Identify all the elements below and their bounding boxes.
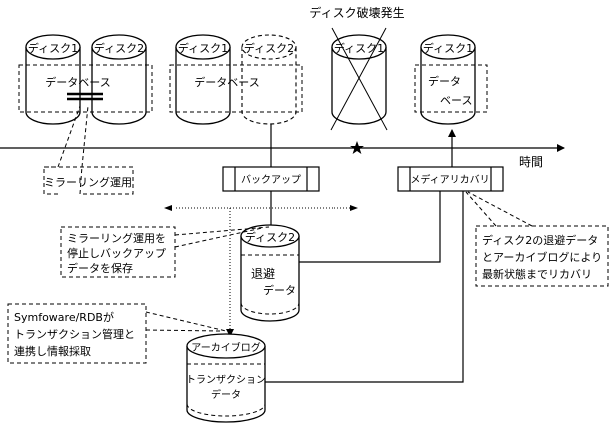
saved-data-line1: 退避: [251, 267, 275, 281]
disk-label: ディスク2: [245, 230, 295, 244]
star-icon: [350, 141, 364, 154]
callout-text-line: データを保存: [67, 261, 133, 275]
backup-label: バックアップ: [241, 174, 301, 186]
disk-cylinder: ディスク1: [420, 34, 476, 125]
callout-text-line: 最新状態までリカバリ: [482, 267, 592, 281]
callout-text-line: トランザクション管理と: [14, 327, 135, 341]
database-label-line1: データ: [428, 74, 461, 88]
disk-label: ディスク2: [94, 41, 144, 55]
media-recovery-process-box: メディアリカバリ: [397, 166, 504, 192]
database-label: データベース: [45, 75, 110, 89]
callout-mirroring: ミラーリング運用: [43, 105, 134, 195]
stage-mirroring: ディスク1 ディスク2 データベース: [18, 34, 153, 125]
media-recovery-label: メディアリカバリ: [410, 173, 489, 186]
time-axis-label: 時間: [519, 155, 543, 169]
time-axis: 時間: [0, 141, 565, 169]
disk-label: ディスク1: [423, 41, 473, 55]
callout-text-line: Symfoware/RDBが: [14, 310, 114, 324]
cross-out-icon: [331, 27, 388, 131]
stage-failure: ディスク破壊発生 ディスク1: [309, 5, 405, 131]
dotted-range-arrow: [164, 205, 358, 337]
callout-recovery: ディスク2の退避データ とアーカイブログにより 最新状態までリカバリ: [465, 191, 609, 287]
callout-stop-mirroring: ミラーリング運用を 停止しバックアップ データを保存: [60, 226, 270, 278]
database-label-line2: ベース: [440, 94, 472, 107]
disk-cylinder: ディスク1: [175, 34, 231, 125]
stage-backup: ディスク1 ディスク2 データベース: [169, 34, 303, 125]
disk-label: ディスク1: [28, 41, 78, 55]
disk-cylinder-destroyed: ディスク1: [331, 34, 387, 125]
disk-cylinder: ディスク2: [91, 34, 147, 125]
callout-text-line: ディスク2の退避データ: [482, 233, 598, 247]
archive-log-cylinder: アーカイブログ トランザクション データ: [186, 333, 266, 423]
callout-text-line: とアーカイブログにより: [482, 250, 602, 264]
callout-text-line: 停止しバックアップ: [67, 246, 166, 260]
callout-text-line: 連携し情報採取: [14, 344, 91, 358]
stage-recovered: ディスク1 データ ベース: [414, 34, 488, 125]
saved-data-line2: データ: [263, 283, 296, 297]
backup-process-box: バックアップ: [222, 148, 320, 192]
saved-data-feed-line: [299, 191, 441, 263]
archive-log-label: アーカイブログ: [191, 341, 260, 354]
callout-symfoware: Symfoware/RDBが トランザクション管理と 連携し情報採取: [7, 303, 227, 364]
callout-text-line: ミラーリング運用を: [67, 231, 166, 245]
archive-data-line1: トランザクション: [186, 374, 266, 386]
callout-text: ミラーリング運用: [44, 175, 132, 189]
database-group-box: [414, 64, 488, 113]
disk-label: ディスク2: [244, 41, 294, 55]
disk-cylinder: ディスク1: [25, 34, 81, 125]
archive-data-line2: データ: [211, 388, 241, 401]
database-label: データベース: [194, 75, 259, 89]
archive-log-feed-line: [260, 191, 464, 383]
disk-label: ディスク1: [178, 41, 228, 55]
database-group-box: [18, 64, 153, 113]
database-group-box: [169, 64, 303, 113]
disk-failure-label: ディスク破壊発生: [309, 5, 404, 20]
saved-disk-cylinder: ディスク2 退避 データ: [240, 224, 300, 322]
disk-cylinder-detached: ディスク2: [241, 34, 297, 125]
disk-label: ディスク1: [334, 41, 384, 55]
